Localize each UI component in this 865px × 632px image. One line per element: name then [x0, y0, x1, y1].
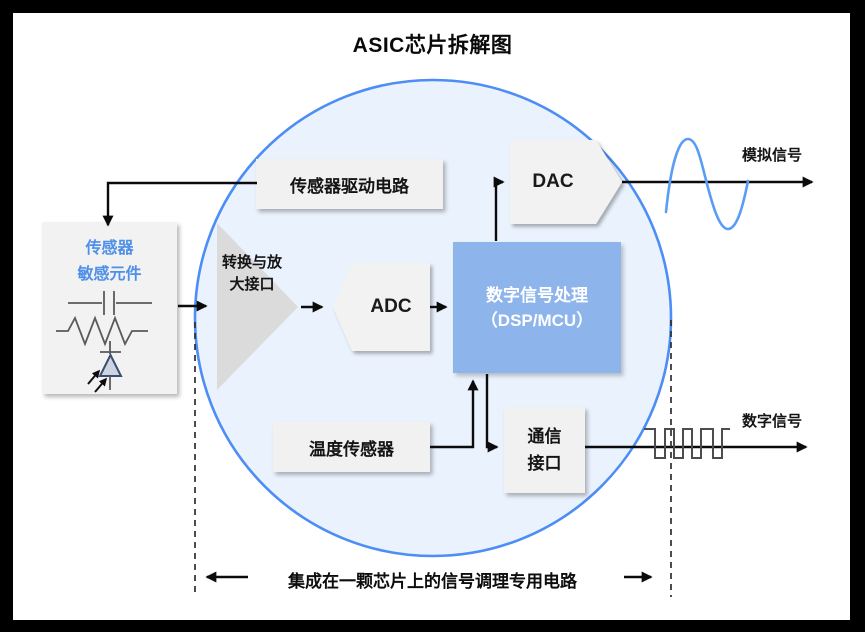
adc-pentagon [333, 263, 430, 351]
photodiode-icon [87, 341, 123, 393]
sensor-element-label-line2: 敏感元件 [77, 266, 142, 283]
digital-square-wave [644, 428, 730, 459]
adc-label: ADC [370, 296, 412, 317]
node-temperature-sensor: 温度传感器 [273, 422, 430, 472]
sensor-element-label-line1: 传感器 [85, 240, 134, 257]
dsp-label-line2: （DSP/MCU） [480, 310, 594, 330]
analog-signal-label: 模拟信号 [742, 147, 803, 164]
connector-temp-to-dsp [430, 379, 479, 449]
temperature-sensor-label: 温度传感器 [309, 439, 394, 459]
connector-driver-to-sensor [102, 181, 257, 227]
connectors [102, 176, 814, 583]
comm-interface-label-line2: 接口 [527, 454, 562, 473]
light-arrow-icon [94, 377, 108, 393]
dsp-label-line1: 数字信号处理 [486, 285, 588, 305]
amp-interface-label: 转换与放 大接口 [200, 252, 304, 296]
node-dsp-mcu: 数字信号处理 （DSP/MCU） [453, 242, 621, 373]
node-sensor-driver-circuit: 传感器驱动电路 [256, 159, 443, 209]
amp-triangle [217, 223, 298, 390]
sensor-element-label: 传感器 敏感元件 [42, 236, 177, 288]
analog-sine-wave [664, 137, 750, 231]
dac-pentagon [510, 140, 622, 224]
sensor-schematic [56, 291, 152, 393]
comm-interface-label-line1: 通信 [527, 427, 562, 446]
digital-signal-label: 数字信号 [742, 413, 803, 430]
sensor-driver-label: 传感器驱动电路 [290, 176, 409, 196]
resistor-icon [56, 315, 148, 347]
chip-span-caption: 集成在一颗芯片上的信号调理专用电路 [288, 572, 577, 591]
capacitor-icon [68, 291, 152, 315]
amp-label-line1: 转换与放 [221, 254, 282, 271]
node-comm-interface: 通信 接口 [504, 407, 585, 493]
page-title: ASIC芯片拆解图 [352, 34, 513, 57]
amp-label-line2: 大接口 [229, 276, 275, 293]
dac-label: DAC [532, 171, 574, 192]
light-arrow-icon [87, 369, 101, 385]
connector-dsp-to-comm [485, 374, 499, 453]
chip-span-dashed-lines [194, 320, 672, 597]
connector-dsp-to-dac [493, 176, 505, 241]
